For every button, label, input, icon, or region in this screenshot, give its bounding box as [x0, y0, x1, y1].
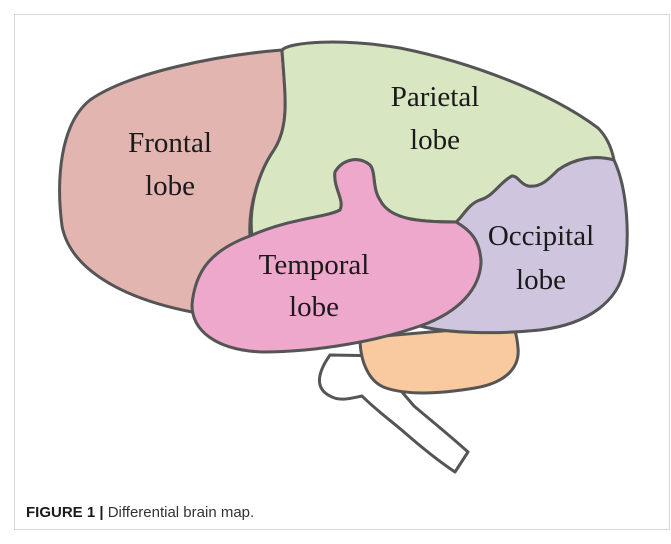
temporal-lobe-label-line2: lobe [289, 291, 339, 323]
figure-caption-text: Differential brain map. [104, 504, 255, 521]
brain-diagram: Frontal lobe Parietal lobe Temporal lobe… [0, 0, 671, 480]
frontal-lobe-label: Frontal [128, 127, 212, 159]
occipital-lobe-label: Occipital [488, 220, 594, 252]
occipital-lobe-label-line2: lobe [516, 264, 566, 296]
figure-caption-label: FIGURE 1 | [26, 504, 104, 521]
parietal-lobe-label-line2: lobe [410, 124, 460, 156]
temporal-lobe-label: Temporal [259, 249, 370, 281]
parietal-lobe-label: Parietal [391, 81, 480, 113]
frontal-lobe-label-line2: lobe [145, 170, 195, 202]
figure-caption: FIGURE 1 | Differential brain map. [26, 504, 646, 521]
